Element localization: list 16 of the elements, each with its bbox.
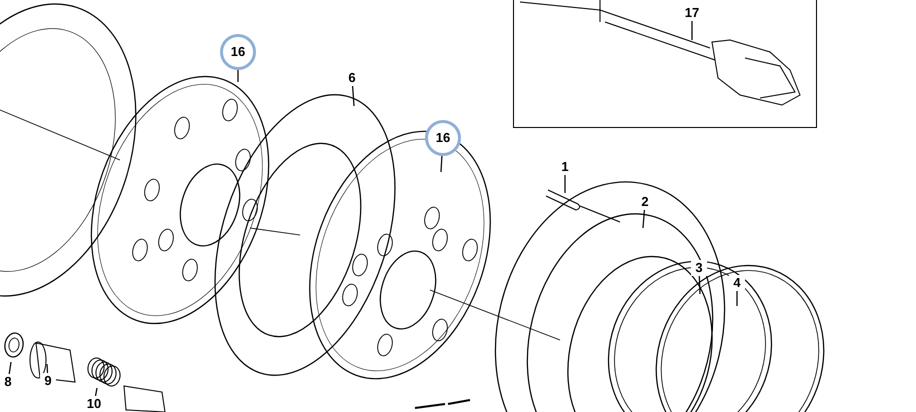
leader-line [352, 86, 355, 106]
leader-line [94, 388, 98, 396]
callout-number: 4 [729, 275, 745, 291]
callout-number: 3 [691, 260, 707, 276]
leader-line [642, 210, 645, 228]
leader-line [736, 291, 738, 306]
leader-line [691, 21, 693, 40]
callout-circle: 16 [425, 120, 461, 156]
leader-line [237, 70, 239, 82]
inset-frame [513, 0, 817, 128]
callout-circle: 16 [220, 34, 256, 70]
leader-line [440, 156, 442, 172]
leader-line [46, 364, 48, 374]
leader-line [564, 175, 566, 193]
leader-line [698, 276, 701, 294]
leader-line [8, 362, 12, 374]
